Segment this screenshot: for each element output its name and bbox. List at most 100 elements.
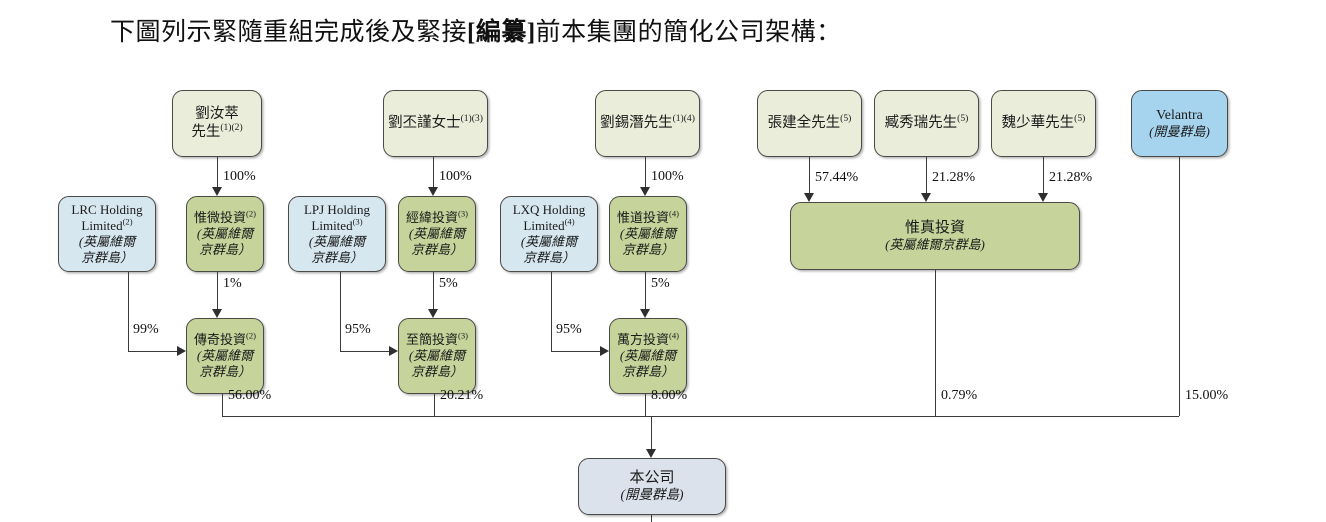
node-line-3: 京群島） bbox=[621, 363, 674, 379]
percent-lrc-chuanqi: 99% bbox=[133, 322, 159, 337]
connector-zhijian-bus bbox=[434, 394, 435, 416]
connector-lpj-zhijian-horizontal bbox=[340, 351, 389, 352]
arrowhead-lpj-zhijian bbox=[389, 346, 398, 356]
connector-wanfang-bus bbox=[645, 394, 646, 416]
arrowhead-weidao-wanfang bbox=[640, 309, 650, 318]
node-footnote: (3) bbox=[458, 330, 469, 341]
node-lrc-holding[interactable]: LRC Holding Limited(2) (英屬維爾 京群島） bbox=[58, 196, 156, 272]
node-line-3: (英屬維爾 bbox=[78, 234, 136, 249]
node-line-2: (英屬維爾京群島) bbox=[885, 237, 985, 253]
connector-zhang-weizhen bbox=[809, 157, 810, 193]
node-wanfang-investment[interactable]: 萬方投資(4) (英屬維爾 京群島） bbox=[609, 318, 687, 394]
connector-wei-weizhen bbox=[1043, 157, 1044, 193]
node-line-1: 惟道投資 bbox=[616, 210, 669, 226]
node-wei-shaohua[interactable]: 魏少華先生(5) bbox=[991, 90, 1096, 157]
node-line-4: 京群島） bbox=[522, 249, 575, 265]
node-line-1: 臧秀瑞先生 bbox=[884, 114, 958, 131]
node-zhijian-investment[interactable]: 至簡投資(3) (英屬維爾 京群島） bbox=[398, 318, 476, 394]
node-line-1: 至簡投資 bbox=[405, 332, 458, 348]
arrowhead-liu-ruchui-weiwei bbox=[212, 187, 222, 196]
node-footnote: (5) bbox=[840, 112, 852, 124]
node-footnote: (4) bbox=[669, 208, 680, 219]
percent-zhang-weizhen: 57.44% bbox=[815, 170, 859, 185]
node-footnote: (1)(2) bbox=[220, 121, 243, 133]
connector-chuanqi-bus bbox=[222, 394, 223, 416]
percent-weizhen-company: 0.79% bbox=[941, 388, 978, 403]
arrowhead-jingwei-zhijian bbox=[428, 309, 438, 318]
node-lxq-holding[interactable]: LXQ Holding Limited(4) (英屬維爾 京群島） bbox=[500, 196, 598, 272]
connector-liu-xiqian-weidao bbox=[645, 157, 646, 187]
node-lpj-holding[interactable]: LPJ Holding Limited(3) (英屬維爾 京群島） bbox=[288, 196, 386, 272]
percent-jingwei-zhijian: 5% bbox=[439, 276, 458, 291]
node-velantra[interactable]: Velantra (開曼群島) bbox=[1131, 90, 1228, 157]
node-weidao-investment[interactable]: 惟道投資(4) (英屬維爾 京群島） bbox=[609, 196, 687, 272]
node-footnote: (2) bbox=[246, 330, 257, 341]
node-line-1: 劉錫潛先生 bbox=[600, 114, 673, 131]
node-footnote: (1)(4) bbox=[672, 112, 695, 124]
node-footnote: (5) bbox=[957, 112, 969, 124]
connector-liu-ruchui-weiwei bbox=[217, 157, 218, 187]
percent-liu-ruchui-weiwei: 100% bbox=[223, 169, 256, 184]
node-line-1: LPJ Holding bbox=[303, 202, 371, 218]
connector-velantra-bus bbox=[1179, 157, 1180, 416]
node-chuanqi-investment[interactable]: 傳奇投資(2) (英屬維爾 京群島） bbox=[186, 318, 264, 394]
percent-chuanqi-company: 56.00% bbox=[228, 388, 272, 403]
node-line-3: 京群島） bbox=[410, 241, 463, 257]
node-footnote: (3) bbox=[352, 216, 363, 227]
node-line-2: 先生 bbox=[191, 123, 221, 140]
arrowhead-liu-pijin-jingwei bbox=[428, 187, 438, 196]
node-jingwei-investment[interactable]: 經緯投資(3) (英屬維爾 京群島） bbox=[398, 196, 476, 272]
percent-liu-pijin-jingwei: 100% bbox=[439, 169, 472, 184]
percent-liu-xiqian-weidao: 100% bbox=[651, 169, 684, 184]
node-liu-xiqian[interactable]: 劉錫潛先生(1)(4) bbox=[595, 90, 700, 157]
connector-lrc-chuanqi-horizontal bbox=[128, 351, 177, 352]
percent-zang-weizhen: 21.28% bbox=[932, 170, 976, 185]
node-line-4: 京群島） bbox=[310, 249, 363, 265]
percent-velantra-company: 15.00% bbox=[1185, 388, 1229, 403]
node-line-2: (英屬維爾 bbox=[408, 226, 466, 242]
node-line-1: 惟真投資 bbox=[904, 219, 965, 236]
node-liu-pijin[interactable]: 劉丕謹女士(1)(3) bbox=[383, 90, 488, 157]
node-line-2: Limited bbox=[523, 218, 565, 234]
node-line-3: 京群島） bbox=[198, 241, 251, 257]
node-zhang-jianquan[interactable]: 張建全先生(5) bbox=[757, 90, 862, 157]
node-line-1: 魏少華先生 bbox=[1001, 114, 1075, 131]
node-line-4: 京群島） bbox=[80, 249, 133, 265]
arrowhead-lrc-chuanqi bbox=[177, 346, 186, 356]
node-line-3: 京群島） bbox=[410, 363, 463, 379]
connector-lxq-wanfang-vertical bbox=[551, 272, 552, 351]
title-bracket: [編纂] bbox=[467, 19, 536, 46]
connector-weiwei-chuanqi bbox=[217, 272, 218, 309]
node-zang-xiurui[interactable]: 臧秀瑞先生(5) bbox=[874, 90, 979, 157]
node-line-3: 京群島） bbox=[621, 241, 674, 257]
node-line-2: (英屬維爾 bbox=[619, 348, 677, 364]
connector-lrc-chuanqi-vertical bbox=[128, 272, 129, 351]
node-the-company[interactable]: 本公司 (開曼群島) bbox=[578, 458, 726, 515]
title-suffix: 前本集團的簡化公司架構： bbox=[535, 19, 842, 46]
percent-wei-weizhen: 21.28% bbox=[1049, 170, 1093, 185]
node-footnote: (2) bbox=[246, 208, 257, 219]
node-line-1: LXQ Holding bbox=[512, 202, 586, 218]
connector-lxq-wanfang-horizontal bbox=[551, 351, 600, 352]
connector-zang-weizhen bbox=[926, 157, 927, 193]
percent-wanfang-company: 8.00% bbox=[651, 388, 688, 403]
node-line-2: Limited bbox=[311, 218, 353, 234]
percent-zhijian-company: 20.21% bbox=[440, 388, 484, 403]
node-footnote: (5) bbox=[1074, 112, 1086, 124]
node-line-3: (英屬維爾 bbox=[520, 234, 578, 249]
node-weizhen-investment[interactable]: 惟真投資 (英屬維爾京群島) bbox=[790, 202, 1080, 270]
node-line-2: (開曼群島) bbox=[620, 487, 684, 503]
node-line-1: 萬方投資 bbox=[616, 332, 669, 348]
arrowhead-wei-weizhen bbox=[1038, 193, 1048, 202]
node-liu-ruchui[interactable]: 劉汝萃 先生(1)(2) bbox=[172, 90, 262, 157]
node-line-2: (英屬維爾 bbox=[196, 226, 254, 242]
node-weiwei-investment[interactable]: 惟微投資(2) (英屬維爾 京群島） bbox=[186, 196, 264, 272]
node-footnote: (2) bbox=[122, 216, 133, 227]
node-line-2: (英屬維爾 bbox=[619, 226, 677, 242]
connector-company-tail bbox=[651, 515, 652, 522]
node-footnote: (4) bbox=[564, 216, 575, 227]
node-line-1: 惟微投資 bbox=[193, 210, 246, 226]
node-footnote: (1)(3) bbox=[460, 112, 483, 124]
node-line-1: 本公司 bbox=[629, 470, 675, 487]
arrowhead-zhang-weizhen bbox=[804, 193, 814, 202]
